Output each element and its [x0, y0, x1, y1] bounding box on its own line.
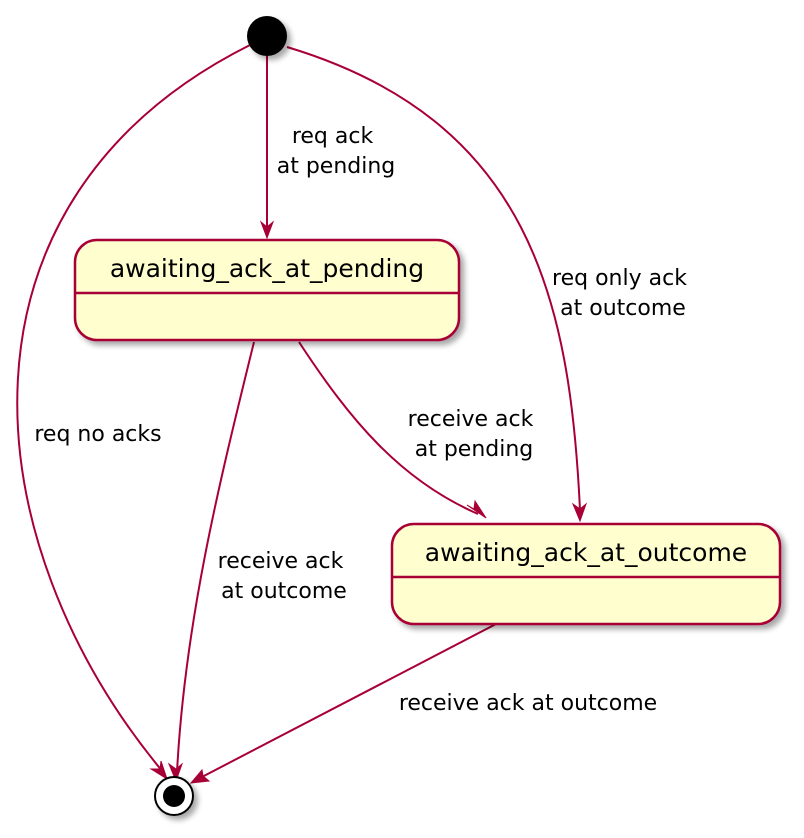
- state-awaiting-ack-at-pending[interactable]: awaiting_ack_at_pending: [73, 238, 461, 342]
- edge-start-to-outcome: [286, 46, 581, 511]
- edge-pending-to-end: [176, 341, 255, 773]
- label-start-to-end: req no acks: [34, 422, 161, 447]
- arrowhead-start-to-outcome: [571, 502, 588, 523]
- label-pending-to-outcome: receive ack at pending: [408, 407, 541, 462]
- label-start-to-outcome: req only ack at outcome: [552, 266, 694, 321]
- arrowhead-start-to-end: [149, 760, 168, 781]
- label-start-to-pending: req ack at pending: [277, 124, 396, 179]
- arrowhead-outcome-to-end: [189, 768, 211, 784]
- arrowhead-start-to-pending: [259, 220, 275, 240]
- label-pending-to-end: receive ack at outcome: [218, 549, 351, 604]
- edge-outcome-to-end: [199, 623, 497, 779]
- edge-pending-to-outcome: [298, 341, 479, 515]
- arrowhead-pending-to-end: [167, 762, 184, 783]
- state-awaiting-ack-at-outcome[interactable]: awaiting_ack_at_outcome: [390, 522, 782, 626]
- edge-start-to-end: [16, 44, 251, 773]
- state-name: awaiting_ack_at_outcome: [425, 538, 747, 567]
- label-outcome-to-end: receive ack at outcome: [399, 691, 657, 716]
- initial-node: [247, 16, 287, 56]
- arrowhead-pending-to-outcome: [466, 499, 487, 519]
- state-box: [73, 238, 461, 342]
- final-node: [154, 776, 194, 816]
- state-name: awaiting_ack_at_pending: [110, 254, 424, 283]
- state-box: [390, 522, 782, 626]
